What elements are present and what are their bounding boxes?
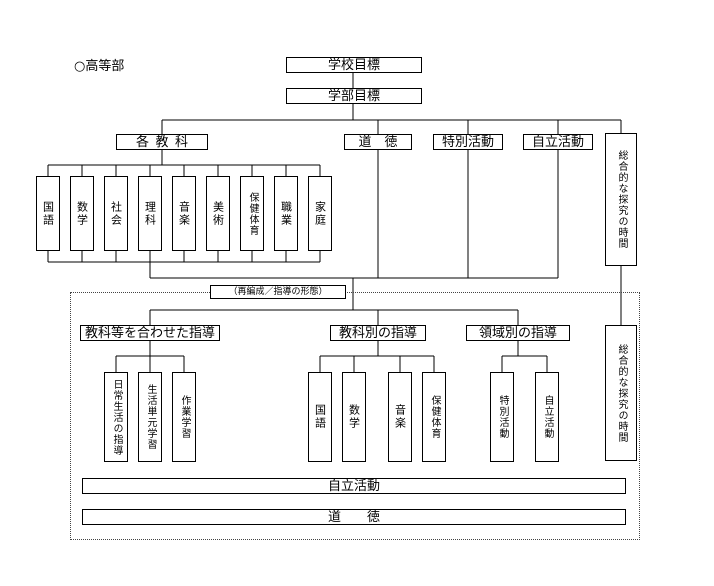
reorganization-frame <box>70 292 640 540</box>
by-subject-item-ongaku: 音楽 <box>388 372 412 462</box>
by-area-item-independent: 自立活動 <box>535 372 559 462</box>
independent-activities-box: 自立活動 <box>523 134 593 150</box>
moral-bar: 道 徳 <box>82 509 626 525</box>
inquiry-time-box-top: 総合的な探究の時間 <box>605 133 637 266</box>
subject-box-ongaku: 音楽 <box>172 176 196 251</box>
by-area-item-special: 特別活動 <box>490 372 514 462</box>
by-area-instruction-header: 領域別の指導 <box>466 325 570 341</box>
subject-box-hoken-taiiku: 保健体育 <box>240 176 264 251</box>
section-label: ○高等部 <box>74 59 125 74</box>
inquiry-time-box-bottom: 総合的な探究の時間 <box>605 325 637 461</box>
by-subject-item-kokugo: 国語 <box>308 372 332 462</box>
by-subject-item-hoken-taiiku: 保健体育 <box>422 372 446 462</box>
subject-box-shokugyo: 職業 <box>274 176 298 251</box>
by-subject-item-sugaku: 数学 <box>342 372 366 462</box>
combined-item-life-unit: 生活単元学習 <box>138 372 162 462</box>
subject-box-bijutsu: 美術 <box>206 176 230 251</box>
reorganization-label: （再編成／指導の形態） <box>210 285 346 299</box>
subject-box-rika: 理科 <box>138 176 162 251</box>
subject-box-katei: 家庭 <box>308 176 332 251</box>
moral-box: 道 徳 <box>344 134 412 150</box>
combined-item-daily-life: 日常生活の指導 <box>104 372 128 462</box>
combined-item-work-study: 作業学習 <box>172 372 196 462</box>
subject-box-shakai: 社会 <box>104 176 128 251</box>
by-subject-instruction-header: 教科別の指導 <box>330 325 426 341</box>
combined-instruction-header: 教科等を合わせた指導 <box>80 325 220 341</box>
school-goal-box: 学校目標 <box>286 57 422 73</box>
subject-box-sugaku: 数学 <box>70 176 94 251</box>
department-goal-box: 学部目標 <box>286 88 422 104</box>
independent-activities-bar: 自立活動 <box>82 478 626 494</box>
subject-box-kokugo: 国語 <box>36 176 60 251</box>
subjects-header-box: 各教科 <box>116 134 208 150</box>
special-activities-box: 特別活動 <box>433 134 503 150</box>
